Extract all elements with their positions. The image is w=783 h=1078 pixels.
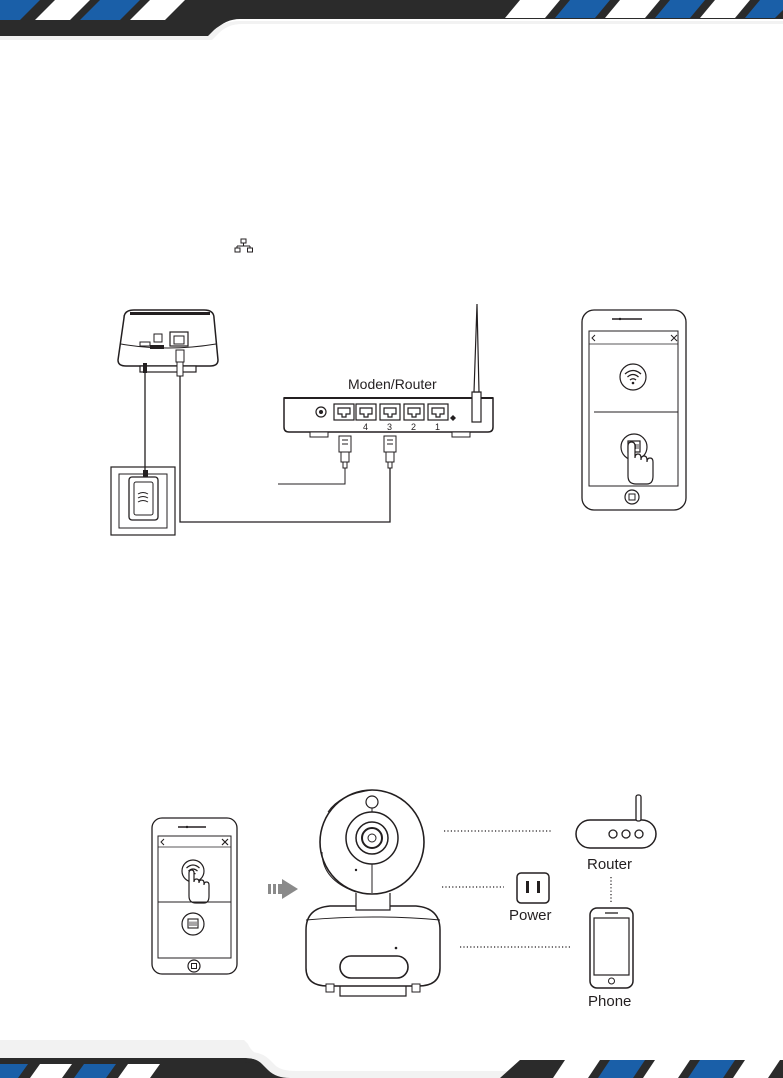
- ethernet-icon: [182, 913, 204, 935]
- lan-icon: [235, 239, 253, 252]
- ethernet-plug-left: [339, 436, 351, 468]
- power-outlet-icon: Power: [509, 873, 552, 924]
- router-label: Moden/Router: [348, 376, 437, 392]
- router-device: Router: [576, 795, 656, 873]
- wired-connection-diagram: Moden/Router 4 3 2 1: [111, 304, 686, 535]
- router-ports: [334, 404, 448, 420]
- port-number-2: 2: [411, 422, 416, 432]
- port-number-4: 4: [363, 422, 368, 432]
- antenna-icon: [636, 795, 641, 821]
- smartphone-device: Phone: [588, 908, 633, 1010]
- footer-band: [0, 1040, 783, 1078]
- port-number-1: 1: [435, 422, 440, 432]
- phone-app-wired: [582, 310, 686, 510]
- antenna-icon: [472, 304, 481, 422]
- wall-outlet: [111, 467, 175, 535]
- cable-pointer-line: [278, 468, 345, 484]
- arrow-right-icon: [268, 879, 298, 899]
- phone-caption: Phone: [588, 993, 631, 1010]
- ethernet-plug-right: [384, 436, 396, 468]
- phone-app-wifi: [152, 818, 237, 974]
- wifi-icon: [620, 364, 646, 390]
- wireless-connection-diagram: Router Power Phone: [152, 790, 656, 1010]
- router-caption: Router: [587, 856, 632, 873]
- header-band: [0, 0, 783, 40]
- camera-front: [306, 790, 440, 996]
- port-number-3: 3: [387, 422, 392, 432]
- modem-router: Moden/Router 4 3 2 1: [284, 304, 493, 468]
- camera-base-rear: [118, 310, 218, 376]
- power-caption: Power: [509, 907, 552, 924]
